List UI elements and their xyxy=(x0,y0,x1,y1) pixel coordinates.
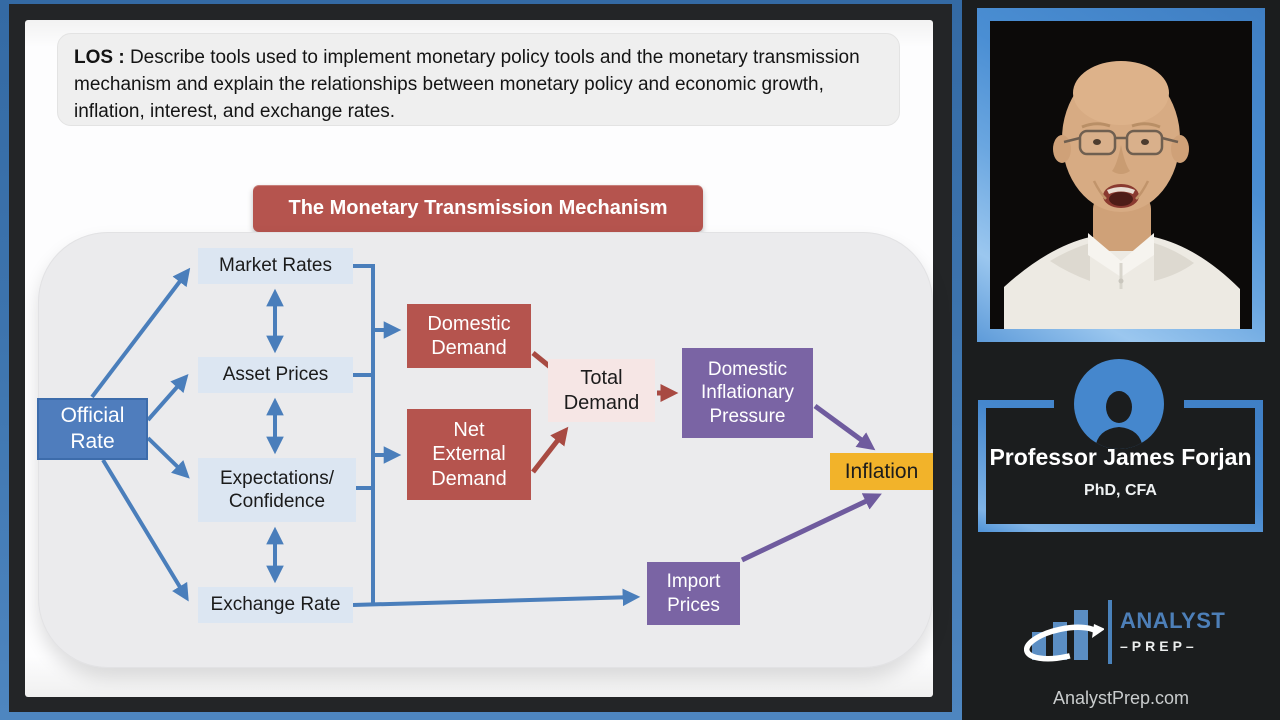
sidebar: Professor James Forjan PhD, CFA ANALYST … xyxy=(962,0,1280,720)
presentation-area: LOS : Describe tools used to implement m… xyxy=(0,0,962,720)
logo-analyst: ANALYST xyxy=(1120,608,1226,633)
los-statement: LOS : Describe tools used to implement m… xyxy=(57,33,900,126)
node-exchange-rate: Exchange Rate xyxy=(198,587,353,623)
logo-prep: –PREP– xyxy=(1120,638,1198,654)
node-net-external-demand: Net External Demand xyxy=(407,409,531,500)
professor-credentials: PhD, CFA xyxy=(1084,482,1157,499)
professor-video-still xyxy=(990,21,1252,329)
los-text: Describe tools used to implement monetar… xyxy=(74,47,860,122)
slide: LOS : Describe tools used to implement m… xyxy=(25,20,933,697)
node-domestic-demand: Domestic Demand xyxy=(407,304,531,368)
node-import-prices: Import Prices xyxy=(647,562,740,625)
person-avatar-icon xyxy=(1074,359,1164,449)
node-inflation: Inflation xyxy=(830,453,933,490)
analystprep-logo-text: ANALYST –PREP– xyxy=(1120,608,1225,654)
node-total-demand: Total Demand xyxy=(548,359,655,422)
person-silhouette-icon xyxy=(1095,391,1143,449)
slide-frame: LOS : Describe tools used to implement m… xyxy=(9,4,952,712)
node-domestic-inflationary-pressure: Domestic Inflationary Pressure xyxy=(682,348,813,438)
node-official-rate: Official Rate xyxy=(37,398,148,460)
analystprep-logo-icon xyxy=(1024,610,1104,662)
los-label: LOS : xyxy=(74,47,125,68)
node-market-rates: Market Rates xyxy=(198,248,353,284)
node-expectations-confidence: Expectations/ Confidence xyxy=(198,458,356,522)
diagram-title: The Monetary Transmission Mechanism xyxy=(253,185,703,232)
node-asset-prices: Asset Prices xyxy=(198,357,353,393)
logo-separator xyxy=(1108,600,1112,664)
website-url: AnalystPrep.com xyxy=(1052,688,1190,708)
professor-video xyxy=(977,8,1265,342)
professor-illustration xyxy=(990,21,1252,329)
